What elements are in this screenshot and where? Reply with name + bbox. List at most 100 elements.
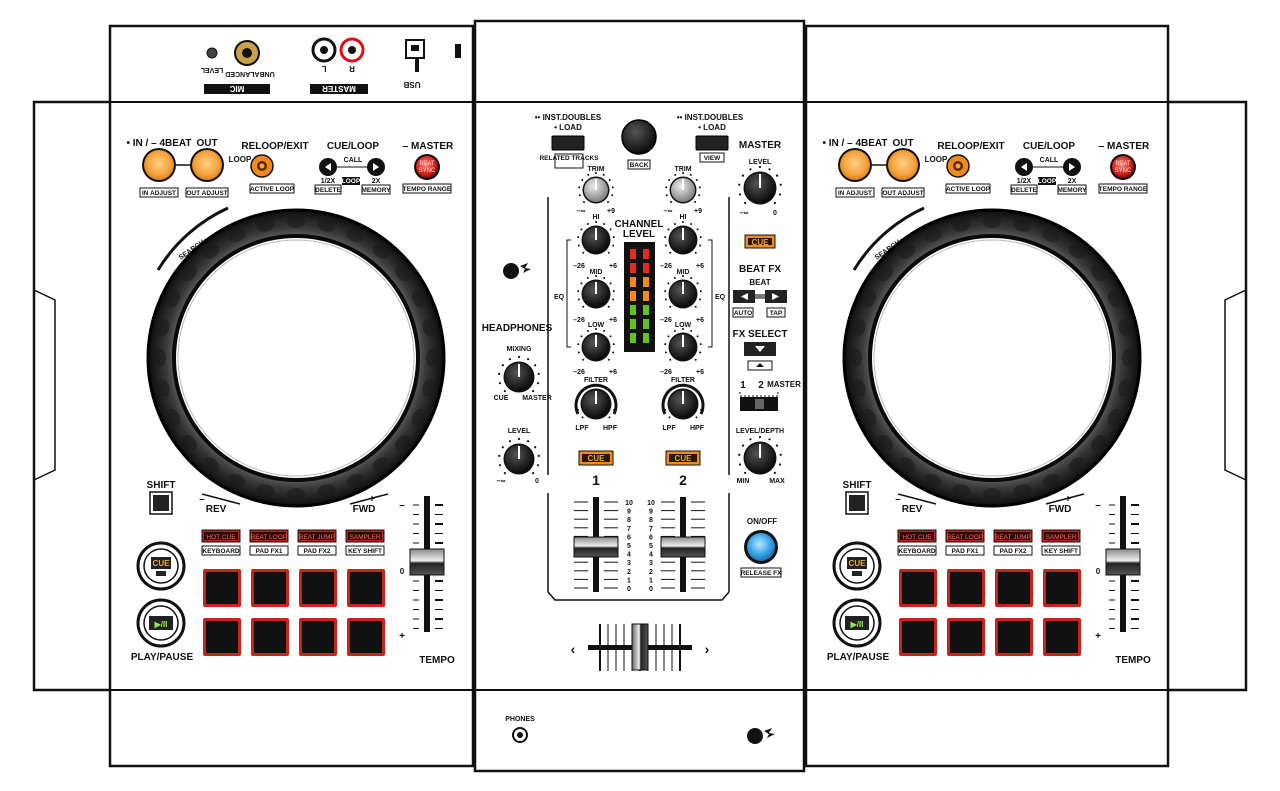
inst-doubles-left: •• INST.DOUBLES (535, 113, 602, 122)
cue-loop-label: CUE/LOOP (1023, 141, 1076, 152)
mic-level-label: LEVEL (200, 66, 223, 73)
deck-master-label: – MASTER (1099, 141, 1150, 152)
eq-hi-min: –26 (573, 263, 585, 270)
load-right-button[interactable] (695, 135, 729, 151)
eq-low-min: –26 (660, 369, 672, 376)
eq-mid-label: MID (677, 269, 690, 276)
eq-hi-knob[interactable] (664, 221, 702, 255)
eq-label: EQ (554, 294, 565, 301)
crossfader-cap[interactable] (631, 623, 649, 671)
beat-sync-button[interactable] (1112, 156, 1134, 178)
fader-scale-right: 3 (649, 560, 653, 567)
out-button[interactable] (192, 150, 222, 180)
call-label: CALL (344, 157, 363, 164)
pad-mode-label: HOT CUE (902, 534, 932, 541)
loop-small-label: LOOP (1038, 178, 1057, 185)
half-loop-label: 1/2X (1017, 178, 1032, 185)
fader-scale-left: 4 (627, 552, 631, 559)
lpf-label: LPF (662, 425, 676, 432)
pad-shift-label: KEY SHIFT (1044, 548, 1078, 555)
channel-strip-2: TRIM–∞+9HI–26+6MID–26+6LOW–26+6EQFILTERL… (660, 166, 726, 592)
filter-knob[interactable] (576, 384, 616, 420)
jog-platter[interactable] (868, 234, 1116, 482)
eq-mid-knob[interactable] (577, 275, 615, 309)
fx-level-depth-knob[interactable] (738, 435, 782, 475)
eq-hi-max: +6 (609, 263, 617, 270)
pad-mode-label: BEAT LOOP (947, 534, 983, 541)
half-loop-label: 1/2X (321, 178, 336, 185)
out-button[interactable] (888, 150, 918, 180)
channel-strips: TRIM–∞+9HI–26+6MID–26+6LOW–26+6EQFILTERL… (547, 166, 730, 601)
double-loop-label: 2X (1068, 178, 1077, 185)
shift-button[interactable] (153, 495, 169, 511)
fader-scale-left: 9 (627, 509, 631, 516)
browse-rotary-knob[interactable] (621, 119, 657, 155)
mixing-label: MIXING (507, 346, 532, 353)
trim-knob[interactable] (665, 172, 701, 204)
eq-mid-knob[interactable] (664, 275, 702, 309)
headphones-label: HEADPHONES (482, 323, 553, 334)
master-level-knob[interactable] (738, 165, 782, 205)
in-4beat-label: • IN / – 4BEAT (127, 138, 192, 149)
pad-shift-label: KEYBOARD (202, 548, 240, 555)
right-wing (1168, 100, 1248, 692)
fader-scale-left: 1 (627, 577, 631, 584)
fx-on-off-button[interactable] (747, 533, 775, 561)
vu-segment-right (643, 333, 649, 343)
fader-scale-left: 0 (627, 586, 631, 593)
fader-scale-left: 10 (625, 500, 633, 507)
pad-shift-label: PAD FX1 (952, 548, 979, 555)
shift-button[interactable] (849, 495, 865, 511)
out-label: OUT (196, 138, 217, 149)
related-tracks-label: RELATED TRACKS (539, 155, 599, 162)
memory-label: MEMORY (361, 187, 391, 194)
tempo-fader-cap[interactable] (1105, 548, 1141, 576)
channel-level-label-2: LEVEL (623, 229, 655, 240)
load-left-label: • LOAD (554, 123, 582, 132)
vu-segment-left (630, 305, 636, 315)
play-button-label: ▶/II (154, 620, 168, 629)
beat-fx-label: BEAT FX (739, 264, 781, 275)
eq-low-knob[interactable] (664, 328, 702, 362)
headphones-level-knob[interactable] (498, 437, 540, 475)
eq-mid-min: –26 (573, 317, 585, 324)
pad-mode-label: BEAT JUMP (299, 534, 335, 541)
phones-label: PHONES (505, 716, 535, 723)
in-button[interactable] (840, 150, 870, 180)
mic-level-knob[interactable] (206, 47, 218, 59)
channel-fader-cap[interactable] (573, 536, 619, 558)
inst-doubles-right: •• INST.DOUBLES (677, 113, 744, 122)
eq-hi-label: HI (680, 214, 687, 221)
fx-min-label: MIN (737, 478, 750, 485)
load-left-button[interactable] (551, 135, 585, 151)
in-4beat-label: • IN / – 4BEAT (823, 138, 888, 149)
beat-sync-button[interactable] (416, 156, 438, 178)
fx-master-label: MASTER (767, 380, 801, 389)
active-loop-label: ACTIVE LOOP (250, 186, 295, 193)
tempo-zero: 0 (400, 567, 405, 576)
eq-mid-label: MID (590, 269, 603, 276)
pad-shift-label: PAD FX2 (1000, 548, 1027, 555)
hp-level-max: 0 (535, 478, 539, 485)
channel-number: 1 (592, 472, 600, 488)
fwd-label: FWD (353, 504, 376, 515)
eq-hi-knob[interactable] (577, 221, 615, 255)
fx-select-label: FX SELECT (732, 329, 787, 340)
fader-scale-right: 7 (649, 526, 653, 533)
hp-master-label: MASTER (522, 395, 552, 402)
headphones-mixing-knob[interactable] (498, 355, 540, 393)
eq-low-knob[interactable] (577, 328, 615, 362)
tempo-range-label: TEMPO RANGE (403, 186, 452, 193)
pad-shift-label: KEYBOARD (898, 548, 936, 555)
master-level-label: LEVEL (749, 159, 772, 166)
jog-platter[interactable] (172, 234, 420, 482)
trim-knob[interactable] (578, 172, 614, 204)
in-button[interactable] (144, 150, 174, 180)
hpf-label: HPF (603, 425, 618, 432)
loop-label: LOOP (229, 155, 252, 164)
tempo-fader-cap[interactable] (409, 548, 445, 576)
channel-fader-cap[interactable] (660, 536, 706, 558)
filter-knob[interactable] (663, 384, 703, 420)
pad-mode-label: SAMPLER (349, 534, 380, 541)
